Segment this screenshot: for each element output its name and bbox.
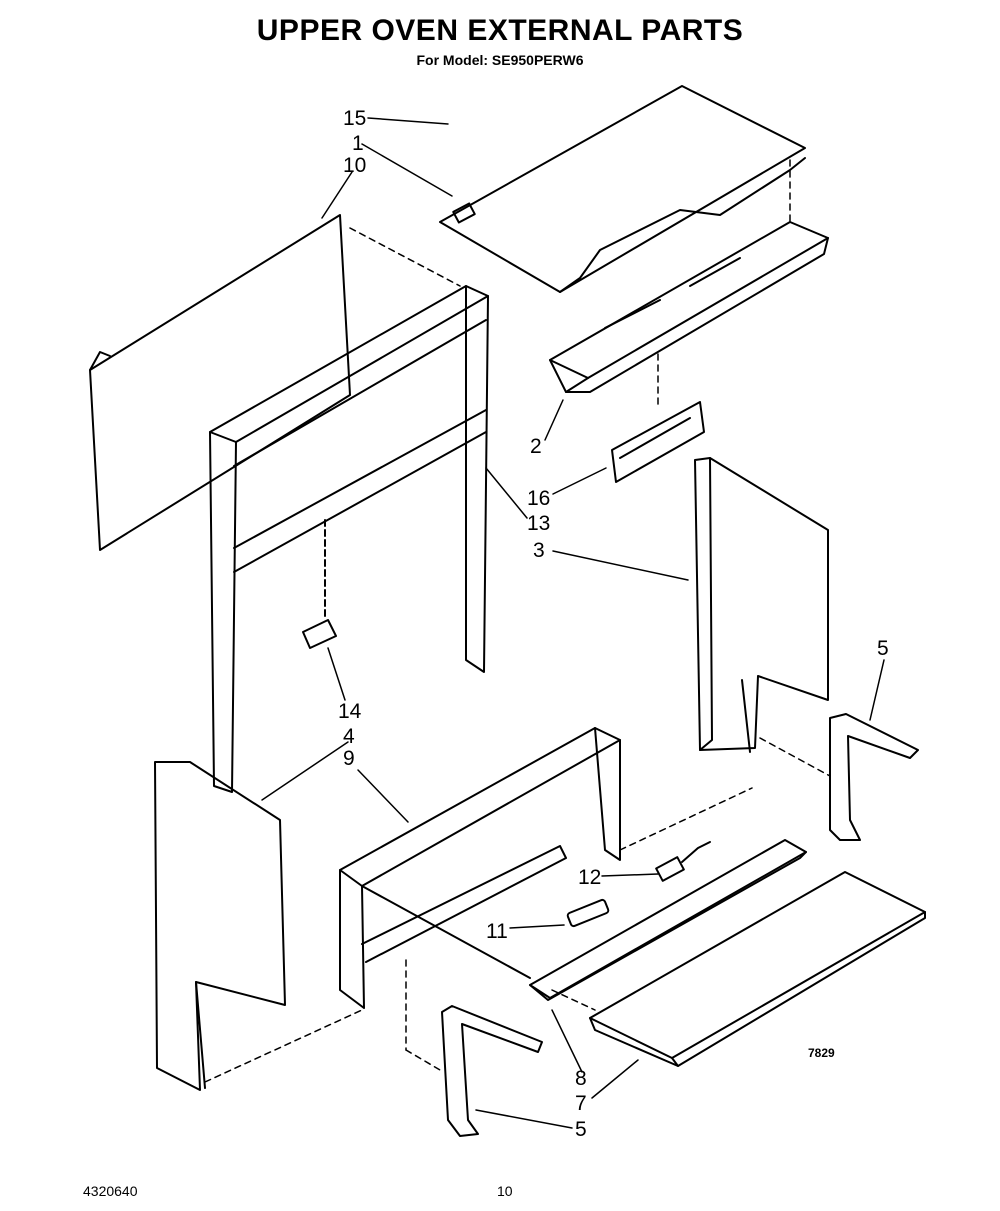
callout-14: 14 — [338, 700, 362, 723]
page-number: 10 — [497, 1183, 513, 1199]
part-frame — [209, 285, 489, 793]
callout-7: 7 — [575, 1092, 587, 1115]
callout-16: 16 — [527, 487, 550, 510]
callout-10: 10 — [343, 154, 366, 177]
part-rear-panel — [89, 214, 351, 551]
part-bracket-16 — [611, 401, 705, 483]
callout-4: 4 — [343, 725, 355, 748]
part-sensor-12 — [655, 841, 711, 882]
callout-labels: 15 1 10 2 16 13 3 5 14 4 9 12 11 8 7 5 — [338, 107, 889, 1141]
part-top-panel — [439, 85, 806, 293]
drawing-code: 7829 — [808, 1046, 835, 1060]
part-right-side-panel — [694, 457, 829, 753]
part-small-bracket-14 — [302, 519, 337, 649]
callout-3: 3 — [533, 539, 545, 562]
part-left-side-panel — [154, 761, 286, 1091]
callout-12: 12 — [578, 866, 601, 889]
page-title: UPPER OVEN EXTERNAL PARTS — [256, 14, 744, 47]
callout-2: 2 — [530, 435, 542, 458]
part-top-front-rail — [549, 221, 829, 393]
alignment-lines — [204, 159, 831, 1083]
model-subtitle: For Model: SE950PERW6 — [416, 52, 584, 68]
part-bottom-rail — [529, 839, 807, 1001]
part-brace-left — [441, 1005, 543, 1137]
callout-5-right: 5 — [877, 637, 889, 660]
part-spacer-11 — [566, 898, 610, 928]
part-bottom-panel — [589, 871, 926, 1067]
part-bottom-front-frame — [339, 727, 621, 1009]
callout-9: 9 — [343, 747, 355, 770]
callout-5-left: 5 — [575, 1118, 587, 1141]
document-number: 4320640 — [83, 1183, 138, 1199]
callout-13: 13 — [527, 512, 550, 535]
callout-1: 1 — [352, 132, 364, 155]
part-brace-right — [829, 713, 919, 841]
callout-15: 15 — [343, 107, 366, 130]
callout-8: 8 — [575, 1067, 587, 1090]
callout-11: 11 — [486, 920, 508, 943]
leader-lines — [261, 117, 885, 1129]
